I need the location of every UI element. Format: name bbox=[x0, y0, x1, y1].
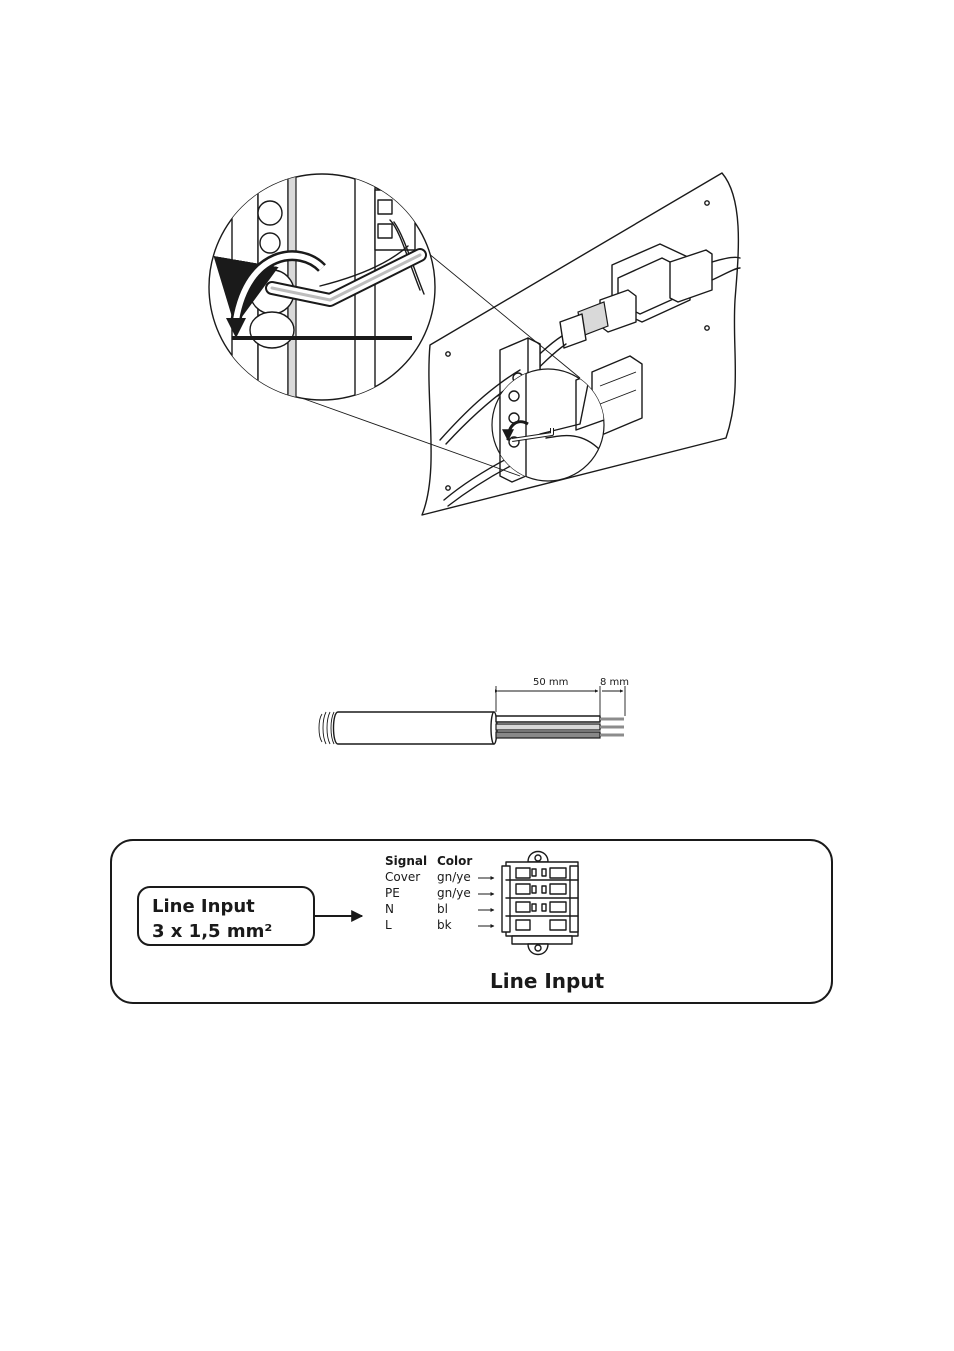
line-input-label-line2: 3 x 1,5 mm² bbox=[152, 921, 272, 942]
terminal-connector bbox=[501, 850, 579, 956]
signal-l: L bbox=[385, 918, 392, 932]
line-input-panel: Line Input 3 x 1,5 mm² Signal Color Cove… bbox=[110, 839, 833, 1004]
table-header-color: Color bbox=[437, 854, 472, 868]
color-pe: gn/ye bbox=[437, 886, 471, 900]
conductor-3 bbox=[495, 731, 601, 739]
cable-sheath bbox=[332, 711, 495, 745]
cable-stripping-diagram: 50 mm 8 mm bbox=[318, 677, 629, 745]
plug-connector bbox=[497, 243, 741, 405]
signal-n: N bbox=[385, 902, 394, 916]
rotation-arrow-icon bbox=[502, 420, 529, 442]
conductor-2 bbox=[495, 723, 601, 731]
color-n: bl bbox=[437, 902, 448, 916]
color-cover: gn/ye bbox=[437, 870, 471, 884]
signal-cover: Cover bbox=[385, 870, 420, 884]
panel-title: Line Input bbox=[490, 969, 605, 993]
row-arrows bbox=[478, 876, 495, 928]
conductor-1 bbox=[495, 715, 601, 723]
mounting-illustration bbox=[208, 172, 741, 516]
line-input-label-line1: Line Input bbox=[152, 896, 255, 917]
dim-conductor-label: 8 mm bbox=[600, 677, 629, 688]
table-header-signal: Signal bbox=[385, 854, 427, 868]
dim-sheath-label: 50 mm bbox=[533, 677, 568, 688]
detail-circle-zoom bbox=[208, 173, 436, 401]
color-l: bk bbox=[437, 918, 452, 932]
signal-pe: PE bbox=[385, 886, 400, 900]
panel-frame bbox=[110, 839, 833, 1004]
